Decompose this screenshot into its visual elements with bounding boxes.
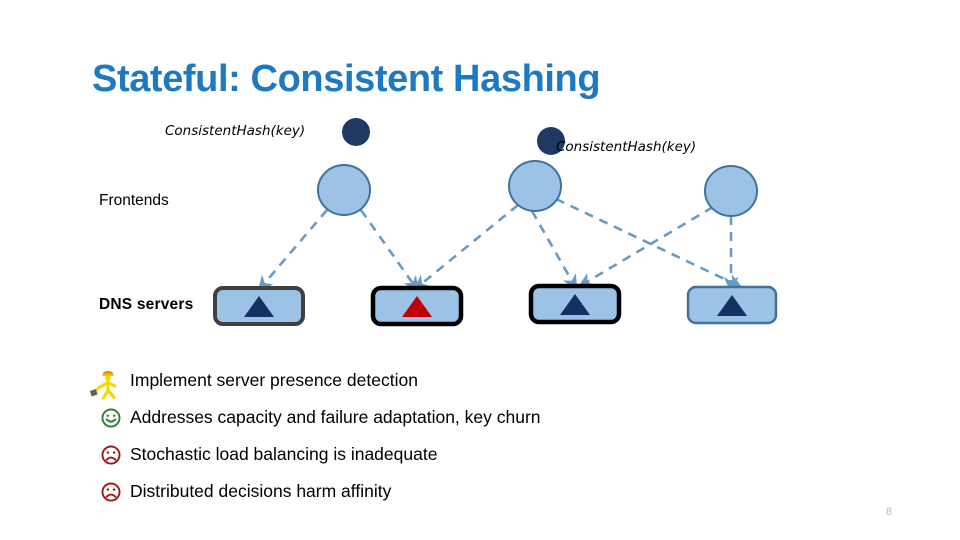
frontend-node-group	[317, 160, 758, 217]
server-triangle-icon	[244, 296, 274, 317]
link-f2-to-dns4	[555, 197, 743, 288]
dns-server-box-4	[686, 285, 778, 325]
bullet-item: Stochastic load balancing is inadequate	[92, 436, 832, 473]
frontend-node-2	[508, 160, 562, 212]
frontend-node-3	[704, 165, 758, 217]
dns-server-box-3	[528, 283, 622, 325]
link-f2-to-dns2	[413, 203, 519, 291]
sad-face-icon	[92, 440, 130, 470]
hash-label-right: ConsistentHash(key)	[556, 139, 697, 155]
hash-dot-group	[342, 118, 565, 155]
sad-face-icon	[92, 477, 130, 507]
bullet-text: Addresses capacity and failure adaptatio…	[130, 406, 541, 427]
server-triangle-icon	[560, 294, 590, 315]
bullet-item: Implement server presence detection	[90, 362, 832, 400]
link-f3-to-dns3	[577, 205, 714, 288]
smiley-face-icon	[92, 403, 130, 433]
bullet-text: Stochastic load balancing is inadequate	[130, 443, 438, 464]
dns-server-box-2	[370, 285, 464, 327]
dashed-link-group	[257, 197, 743, 293]
server-triangle-icon	[717, 295, 747, 316]
construction-worker-icon	[90, 366, 130, 400]
server-triangle-icon	[402, 296, 432, 317]
dns-server-box-1	[213, 286, 305, 326]
link-f2-to-dns3	[530, 210, 578, 291]
hash-dot-left	[342, 118, 370, 146]
link-f1-to-dns1	[257, 209, 328, 292]
bullet-text: Implement server presence detection	[130, 369, 418, 390]
dns-servers-label: DNS servers	[99, 296, 194, 313]
bullet-text: Distributed decisions harm affinity	[130, 480, 392, 501]
page-title: Stateful: Consistent Hashing	[92, 58, 601, 100]
page-number: 8	[885, 506, 892, 518]
bullet-item: Distributed decisions harm affinity	[92, 473, 832, 510]
frontend-node-1	[317, 164, 371, 216]
hash-label-left: ConsistentHash(key)	[165, 123, 306, 139]
frontends-label: Frontends	[99, 192, 169, 209]
dns-server-group	[213, 283, 778, 327]
link-f1-to-dns2	[359, 209, 419, 292]
bullet-item: Addresses capacity and failure adaptatio…	[92, 399, 832, 436]
